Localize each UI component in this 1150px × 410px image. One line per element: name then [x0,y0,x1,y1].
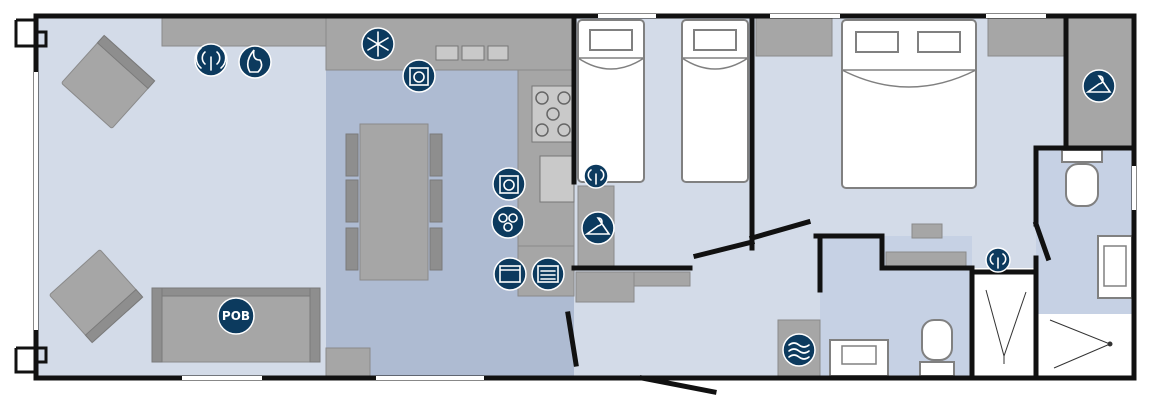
kitchen-corner-unit [325,347,371,377]
double-bed [841,19,977,189]
furniture [49,17,1133,377]
shower-tray [985,289,1027,364]
icons: POB [194,27,1116,367]
kitchen-sink [435,45,509,61]
fridge-unit [539,155,575,203]
dining-table [345,123,443,281]
wifi-icon [583,163,609,189]
bedroom-shelf [885,251,967,267]
armchair-top [61,34,156,129]
wardrobe-icon [1082,69,1116,103]
water-heater-icon [782,333,816,367]
twin-bed-left [577,19,645,183]
ensuite-shower-tray [1049,319,1113,369]
dresser [911,223,943,239]
bedside-left [755,17,833,57]
twin-bed-right [681,19,749,183]
lounge-cabinet [161,17,327,47]
washer-icon [402,59,436,93]
hob [531,85,575,143]
freezer-icon [361,27,395,61]
fire-icon [238,45,272,79]
wardrobe-icon [581,211,615,245]
basin [829,339,889,377]
hall-unit-2 [633,271,691,287]
dryer-icon [492,167,526,201]
bedside-right [987,17,1065,57]
pob-label: POB [222,309,250,323]
windows [34,14,1136,380]
oven-icon [493,257,527,291]
toilet [919,319,955,377]
armchair-bottom [49,249,144,344]
pob-badge: POB [217,297,255,335]
dishwasher-icon [491,205,525,239]
ensuite-toilet [1061,149,1103,207]
ensuite-shower-floor [1036,314,1132,376]
wifi-icon [194,43,228,77]
grill-icon [531,257,565,291]
hall-unit [575,271,635,303]
ensuite-basin [1097,235,1133,299]
wifi-icon [985,247,1011,273]
